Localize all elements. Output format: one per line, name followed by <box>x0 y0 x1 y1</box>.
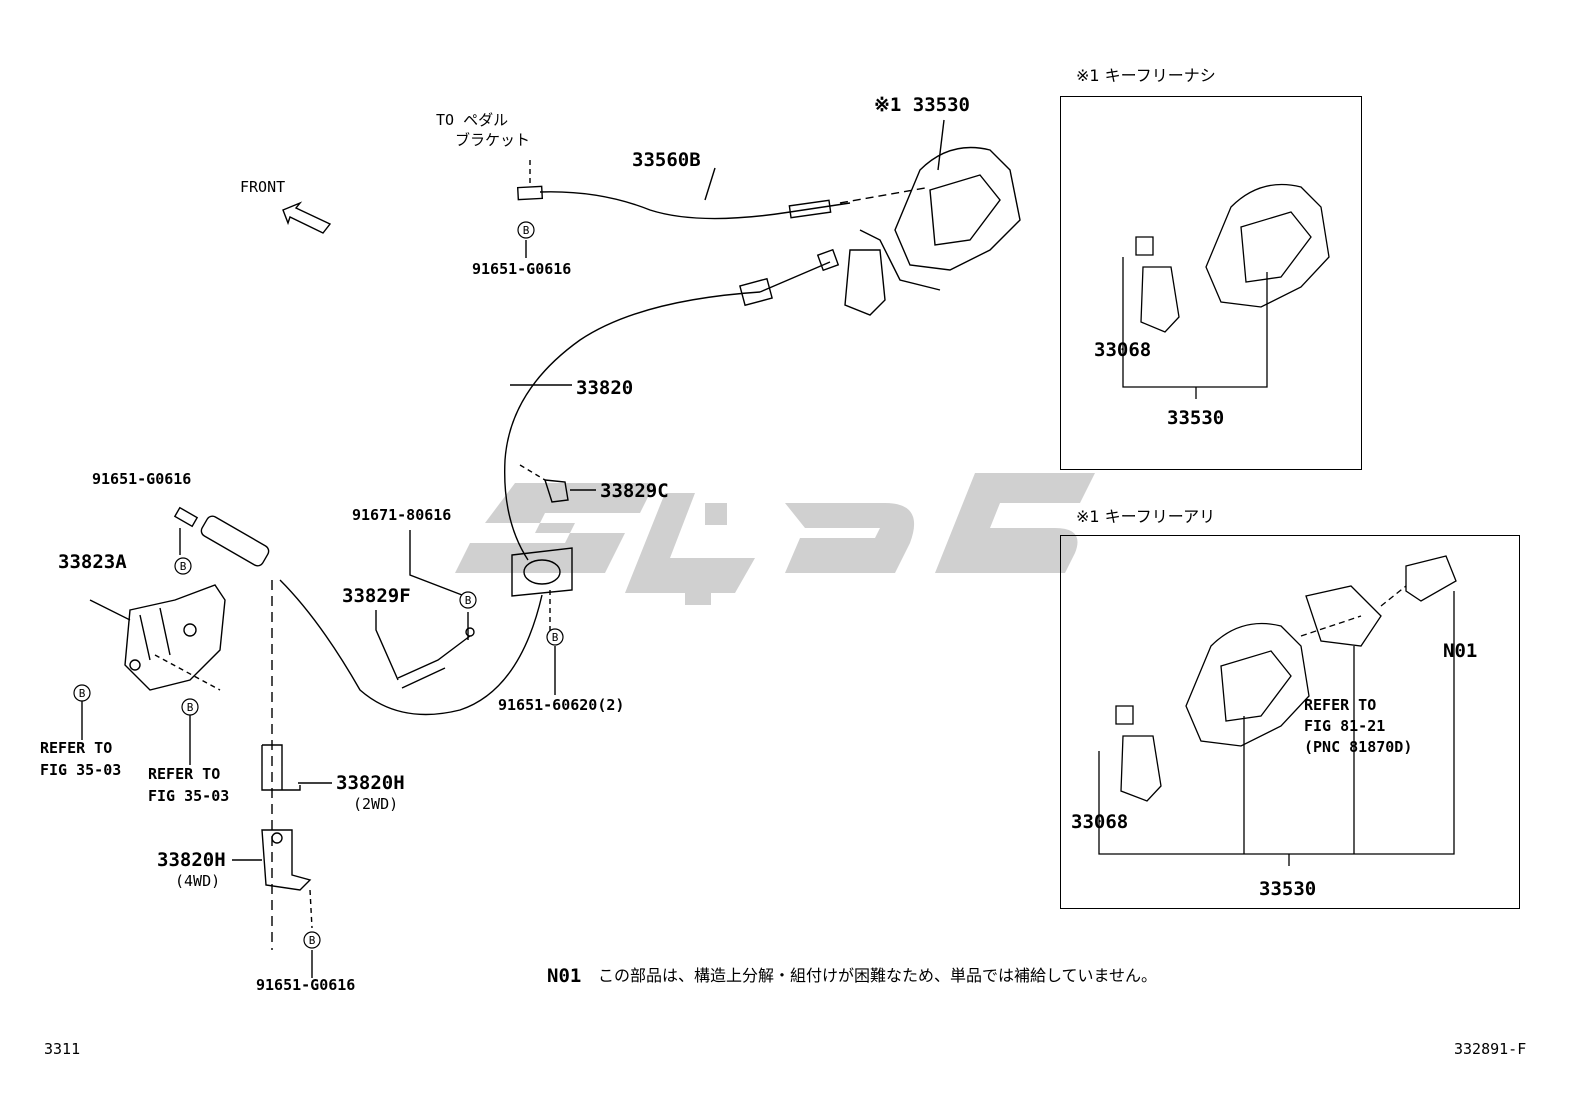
bolt-marker-label: B <box>187 701 194 714</box>
bolt-marker-b <box>303 931 321 949</box>
bolt-marker-b <box>181 698 199 716</box>
box2-refer-line1: REFER TO <box>1304 696 1377 714</box>
box2-refer-line2[interactable]: FIG 81-21 <box>1304 717 1386 735</box>
watermark-logo <box>455 473 1095 605</box>
box2-drawing <box>1098 555 1457 866</box>
note-code: N01 <box>547 965 582 987</box>
box2-part-33068[interactable]: 33068 <box>1071 811 1129 833</box>
page-number-right: 332891-F <box>1454 1040 1527 1058</box>
part-33530-top[interactable]: ※1 33530 <box>874 94 970 116</box>
box-keyfree-with: N01 REFER TO FIG 81-21 (PNC 81870D) 3306… <box>1060 535 1520 909</box>
bolt-marker-b <box>459 591 477 609</box>
bolt-marker-b <box>546 628 564 646</box>
bolt-marker-b <box>174 557 192 575</box>
box1-title: ※1 キーフリーナシ <box>1076 66 1216 85</box>
page-number-left: 3311 <box>44 1040 81 1058</box>
lock-assembly-drawing <box>844 146 1021 316</box>
bolt-marker-label: B <box>465 594 472 607</box>
bolt-marker-b <box>517 221 535 239</box>
bolt-marker-label: B <box>523 224 530 237</box>
bolt-marker-label: B <box>180 560 187 573</box>
box2-part-n01[interactable]: N01 <box>1443 640 1478 662</box>
bolt-marker-label: B <box>552 631 559 644</box>
bolt-91651-g0616-top[interactable]: 91651-G0616 <box>472 260 572 278</box>
refer-left-line2[interactable]: FIG 35-03 <box>40 761 122 779</box>
part-91671-80616[interactable]: 91671-80616 <box>352 506 452 524</box>
box1-drawing <box>1122 183 1330 399</box>
refer-mid-line1: REFER TO <box>148 765 221 783</box>
box2-refer-line3: (PNC 81870D) <box>1304 738 1413 756</box>
front-arrow-icon <box>282 201 332 234</box>
box-keyfree-none: 33068 33530 <box>1060 96 1362 470</box>
bolt-marker-label: B <box>79 687 86 700</box>
note-text: この部品は、構造上分解・組付けが困難なため、単品では補給していません。 <box>598 966 1158 985</box>
to-pedal-label: TO ペダル <box>436 111 509 129</box>
refer-left-line1: REFER TO <box>40 739 113 757</box>
part-33820h-2wd[interactable]: 33820H <box>336 772 405 794</box>
bolt-91651-g0616-bottom[interactable]: 91651-G0616 <box>256 976 356 994</box>
box1-part-33068[interactable]: 33068 <box>1094 339 1152 361</box>
part-33820[interactable]: 33820 <box>576 377 634 399</box>
part-33829f[interactable]: 33829F <box>342 585 411 607</box>
bolt-91651-60620[interactable]: 91651-60620(2) <box>498 696 625 714</box>
note-2wd: (2WD) <box>353 795 399 813</box>
bracket-label: ブラケット <box>455 131 531 149</box>
part-33820h-4wd[interactable]: 33820H <box>157 849 226 871</box>
bolt-marker-b <box>73 684 91 702</box>
part-33560b[interactable]: 33560B <box>632 149 701 171</box>
part-33823a[interactable]: 33823A <box>58 551 127 573</box>
box2-title: ※1 キーフリーアリ <box>1076 507 1216 526</box>
bolt-marker-label: B <box>309 934 316 947</box>
box2-part-33530[interactable]: 33530 <box>1259 878 1317 900</box>
front-label: FRONT <box>240 178 286 196</box>
part-33829c[interactable]: 33829C <box>600 480 669 502</box>
refer-mid-line2[interactable]: FIG 35-03 <box>148 787 230 805</box>
box1-part-33530[interactable]: 33530 <box>1167 407 1225 429</box>
note-4wd: (4WD) <box>175 872 221 890</box>
bolt-91651-g0616-left[interactable]: 91651-G0616 <box>92 470 192 488</box>
